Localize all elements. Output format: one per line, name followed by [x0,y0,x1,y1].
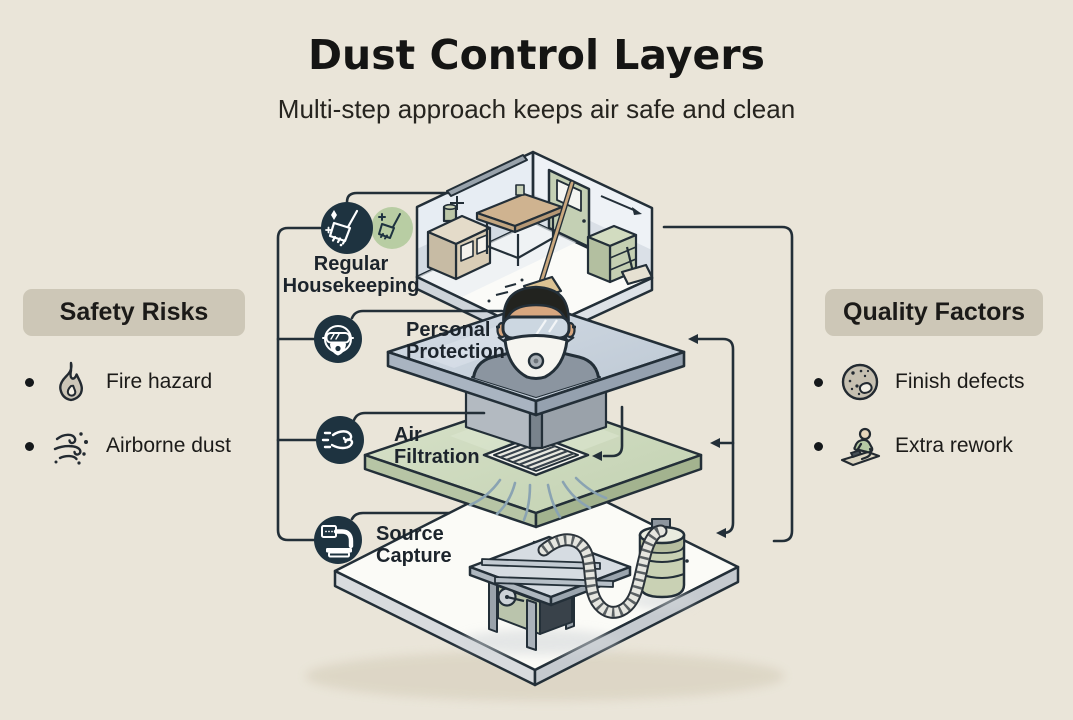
dust-extractor-icon [314,516,362,564]
extra-rework-icon [840,427,881,467]
layer-label-line: Capture [376,545,452,567]
left-bracket [276,226,323,542]
right-outer-bracket [662,225,794,543]
safety-risk-label: Airborne dust [106,434,231,457]
layer-label-line: Protection [406,341,505,363]
safety-risk-label: Fire hazard [106,370,213,393]
layer-label-regular-housekeeping: Regular Housekeeping [263,253,439,297]
layer-label-line: Housekeeping [282,275,420,297]
finish-defects-icon [841,363,879,401]
broom-sparkle-dark-icon [321,202,373,254]
layer-label-line: Filtration [394,446,480,468]
safety-risk-item-fire: Fire hazard [25,358,212,406]
link-housekeeping [345,191,449,204]
dustpan [620,246,654,286]
quality-factors-header: Quality Factors [825,289,1043,336]
broom-sparkle-green-icon [371,207,413,249]
quality-factor-label: Finish defects [895,370,1025,393]
workbench [475,184,564,266]
layer-label-line: Personal [406,319,491,341]
bullet-icon [25,377,34,387]
link-source [350,511,451,521]
bullet-icon [814,377,823,387]
cabinet [426,203,492,281]
layer-label-line: Air [394,424,422,446]
suction-hose [537,524,668,619]
right-inner-bracket [694,337,735,535]
link-personal [350,309,504,320]
step-badges [314,202,413,564]
connector-lines [276,191,794,543]
respirator-mask [497,334,575,380]
respirator-face-icon [314,315,362,363]
layer-label-air-filtration: Air Filtration [394,424,480,468]
safety-risks-header: Safety Risks [23,289,245,336]
layer-label-line: Regular [313,253,389,275]
wall-arrow-icon [600,195,642,215]
vent-arrow [602,405,624,458]
page-title: Dust Control Layers [308,31,765,79]
quality-factor-item-defects: Finish defects [814,358,1025,406]
floor-dust [487,278,524,303]
air-flow-icon [316,416,364,464]
layer-label-source-capture: Source Capture [376,523,452,567]
quality-factor-item-rework: Extra rework [814,422,1013,470]
quality-factor-label: Extra rework [895,434,1013,457]
wall-strip [446,154,528,197]
safety-risk-item-dust: Airborne dust [25,422,231,470]
bullet-icon [25,441,34,451]
page-subtitle: Multi-step approach keeps air safe and c… [277,94,796,124]
bullet-icon [814,441,823,451]
link-air [352,411,486,422]
dust-swirl-icon [53,432,88,465]
airflow-lines [468,476,608,522]
layer-label-line: Source [376,523,444,545]
personal-protection-slab-edges [386,350,686,417]
source-capture-slab [333,466,740,687]
flame-icon [59,361,83,402]
layer-label-personal-protection: Personal Protection [406,319,505,363]
